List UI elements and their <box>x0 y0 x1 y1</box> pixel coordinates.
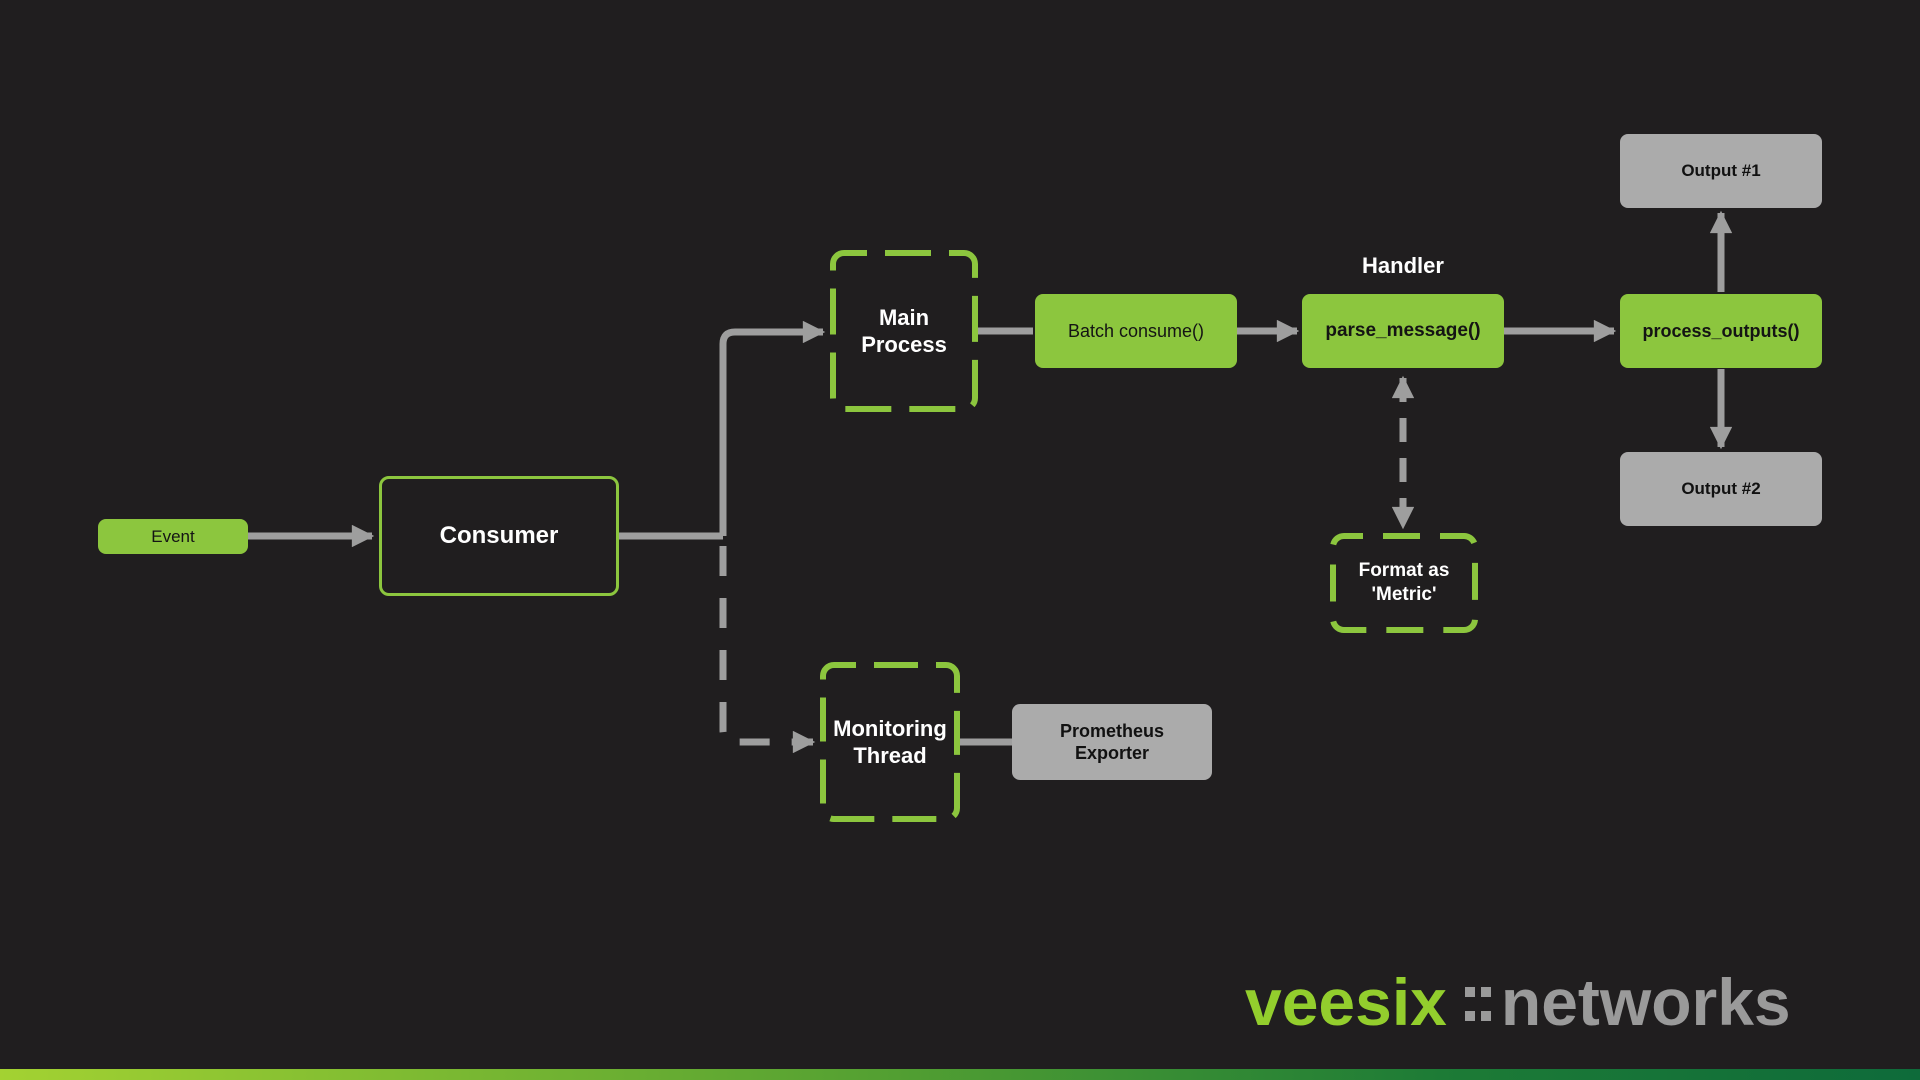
dashed-border <box>1330 533 1478 633</box>
output-2-label: Output #2 <box>1681 479 1761 499</box>
parse-message-node: parse_message() <box>1302 294 1504 368</box>
main-process-label: Main Process <box>861 304 947 358</box>
logo-name-text: networks <box>1500 965 1791 1039</box>
batch-consume-node: Batch consume() <box>1035 294 1237 368</box>
output-1-node: Output #1 <box>1620 134 1822 208</box>
output-1-label: Output #1 <box>1681 161 1761 181</box>
dashed-border <box>830 250 978 412</box>
event-label: Event <box>151 526 195 546</box>
prometheus-exporter-label: Prometheus Exporter <box>1059 720 1165 764</box>
handler-caption: Handler <box>1362 253 1444 278</box>
monitoring-thread-label: Monitoring Thread <box>833 715 947 769</box>
connector-branch-to-monitoring-thread <box>719 546 816 754</box>
output-2-node: Output #2 <box>1620 452 1822 526</box>
veesix-networks-logo: veesix networks <box>1245 963 1791 1035</box>
process-outputs-label: process_outputs() <box>1642 320 1800 341</box>
batch-consume-label: Batch consume() <box>1067 320 1205 341</box>
footer-gradient-bar <box>0 1069 1920 1080</box>
logo-brand-text: veesix <box>1245 965 1447 1039</box>
parse-message-label: parse_message() <box>1325 320 1481 342</box>
process-outputs-node: process_outputs() <box>1620 294 1822 368</box>
dashed-border <box>820 662 960 822</box>
prometheus-exporter-node: Prometheus Exporter <box>1012 704 1212 780</box>
logo-separator-icon <box>1464 987 1491 1021</box>
event-node: Event <box>98 519 248 554</box>
consumer-label: Consumer <box>439 522 559 549</box>
consumer-node: Consumer <box>379 476 619 596</box>
format-metric-label: Format as 'Metric' <box>1358 560 1450 605</box>
connector-branch-to-main-process <box>719 320 826 536</box>
format-metric-node: Format as 'Metric' <box>1330 533 1478 633</box>
monitoring-thread-node: Monitoring Thread <box>820 662 960 822</box>
main-process-node: Main Process <box>830 250 978 412</box>
